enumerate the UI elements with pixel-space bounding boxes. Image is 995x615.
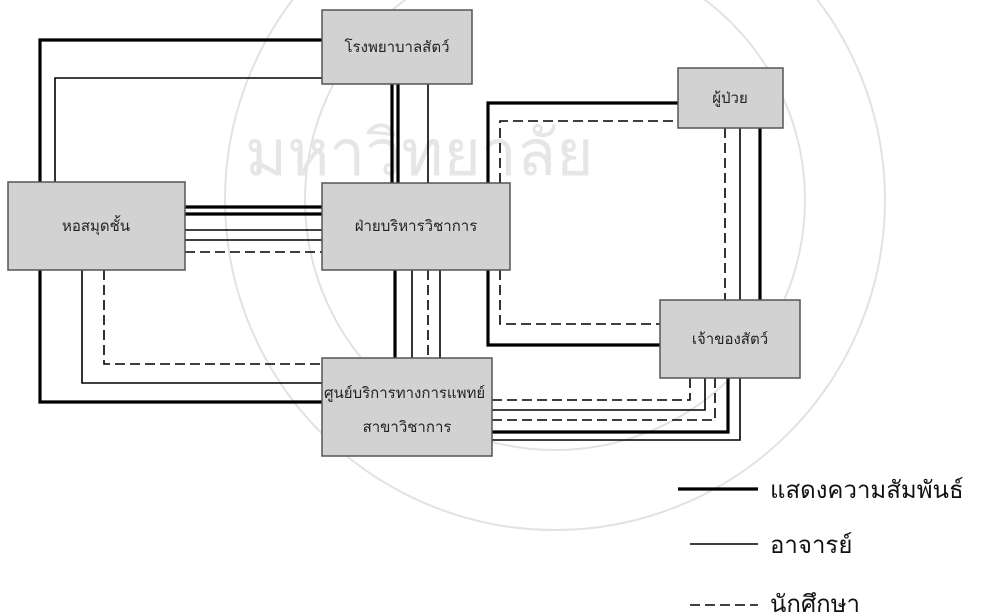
line-right-bottom-4 — [492, 378, 730, 434]
node-center-label: ฝ่ายบริหารวิชาการ — [355, 217, 478, 235]
line-left-bottom-outer — [38, 270, 322, 404]
line-center-righttop-bold — [486, 101, 678, 183]
line-right-bottom-1 — [492, 378, 691, 401]
line-left-bottom-mid — [81, 270, 322, 384]
node-top: โรงพยาบาลสัตว์ — [321, 9, 473, 85]
line-center-right-bold — [486, 270, 660, 347]
node-top-label: โรงพยาบาลสัตว์ — [345, 38, 450, 56]
legend-relation-label: แสดงความสัมพันธ์ — [770, 476, 964, 504]
legend-student-label: นักศึกษา — [770, 590, 860, 615]
node-bottom-line1: ศูนย์บริการทางการแพทย์ — [324, 384, 485, 402]
node-right: เจ้าของสัตว์ — [659, 299, 801, 379]
node-bottom-label: ศูนย์บริการทางการแพทย์ สาขาวิชาการ — [324, 384, 490, 436]
node-right-top: ผู้ป่วย — [677, 67, 784, 129]
line-center-righttop-dash — [499, 120, 678, 183]
node-right-label: เจ้าของสัตว์ — [692, 330, 768, 348]
node-bottom: ศูนย์บริการทางการแพทย์ สาขาวิชาการ — [321, 357, 493, 457]
node-left-label: หอสมุดชั้น — [62, 215, 130, 236]
line-right-bottom-5 — [492, 378, 741, 441]
node-right-top-label: ผู้ป่วย — [712, 89, 748, 107]
legend-teacher-label: อาจารย์ — [770, 531, 852, 559]
line-left-bottom-dash — [103, 270, 322, 365]
line-right-bottom-2 — [492, 378, 706, 411]
node-bottom-line2: สาขาวิชาการ — [363, 418, 452, 436]
legend: แสดงความสัมพันธ์ อาจารย์ นักศึกษา — [678, 476, 964, 615]
node-left: หอสมุดชั้น — [7, 181, 186, 271]
line-left-top-inner — [54, 77, 322, 182]
watermark-seal: มหาวิทยาลัย — [224, 0, 886, 531]
line-center-right-dash — [499, 270, 660, 325]
line-right-bottom-3 — [492, 378, 716, 421]
connection-lines — [38, 38, 762, 441]
line-left-top-outer — [38, 38, 322, 182]
node-center: ฝ่ายบริหารวิชาการ — [321, 182, 511, 271]
svg-text:มหาวิทยาลัย: มหาวิทยาลัย — [245, 117, 594, 191]
